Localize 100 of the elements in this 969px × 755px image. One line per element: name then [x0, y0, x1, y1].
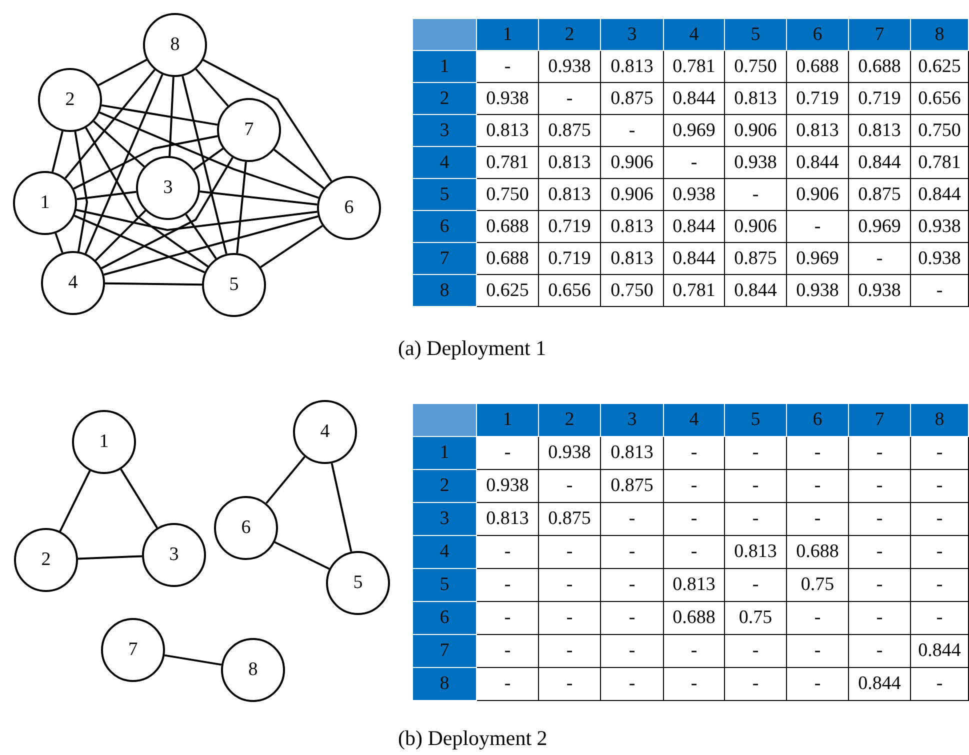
table-cell: 0.938	[538, 436, 600, 470]
table-cell: 0.750	[724, 50, 786, 82]
node-circle: 7	[101, 618, 165, 682]
column-header: 5	[724, 18, 786, 50]
connector-line	[84, 74, 164, 254]
table-cell: -	[664, 436, 724, 470]
node-circle: 2	[38, 68, 102, 132]
table-cell: 0.844	[664, 242, 724, 274]
table-cell: 0.75	[786, 568, 848, 602]
connector-line	[64, 69, 156, 179]
connector-line	[73, 135, 218, 190]
table-cell: -	[664, 668, 724, 700]
table-cell: 0.938	[910, 242, 968, 274]
row-header: 3	[412, 502, 476, 536]
table-cell: 0.625	[476, 274, 538, 306]
node-circle: 1	[13, 171, 77, 235]
table-cell: -	[910, 274, 968, 306]
table-cell: 0.750	[910, 114, 968, 146]
node-circle: 6	[214, 496, 278, 560]
table-cell: 0.906	[600, 146, 664, 178]
column-header: 1	[476, 404, 538, 436]
table-cell: -	[848, 502, 910, 536]
table-cell: 0.719	[848, 82, 910, 114]
table-cell: 0.813	[538, 146, 600, 178]
connector-line	[93, 120, 145, 168]
column-header: 8	[910, 404, 968, 436]
connector-line	[195, 68, 229, 107]
table-cell: -	[786, 436, 848, 470]
table-cell: 0.938	[664, 178, 724, 210]
table-cell: 0.938	[786, 274, 848, 306]
table-cell: -	[848, 470, 910, 502]
table-cell: -	[538, 602, 600, 634]
row-header: 5	[412, 568, 476, 602]
connector-line	[54, 232, 64, 254]
connector-line	[164, 654, 222, 666]
table-cell: -	[664, 536, 724, 568]
table-cell: 0.844	[848, 668, 910, 700]
row-header: 6	[412, 210, 476, 242]
table-cell: -	[476, 536, 538, 568]
table-cell: -	[910, 668, 968, 700]
table-cell: 0.938	[476, 470, 538, 502]
column-header: 2	[538, 404, 600, 436]
connector-line	[76, 190, 136, 200]
connector-line	[330, 463, 352, 552]
table-cell: 0.938	[848, 274, 910, 306]
table-cell: -	[786, 210, 848, 242]
column-header: 1	[476, 18, 538, 50]
table-cell: 0.875	[724, 242, 786, 274]
table-cell: 0.688	[476, 242, 538, 274]
connector-line	[100, 156, 234, 270]
table-cell: 0.656	[910, 82, 968, 114]
table-cell: 0.813	[476, 114, 538, 146]
table-cell: -	[664, 470, 724, 502]
connector-line	[104, 215, 318, 276]
column-header: 3	[600, 404, 664, 436]
row-header: 5	[412, 178, 476, 210]
table-cell: 0.938	[910, 210, 968, 242]
node-circle: 4	[41, 251, 105, 315]
table-cell: 0.781	[910, 146, 968, 178]
table-cell: -	[476, 668, 538, 700]
node-circle: 1	[72, 410, 136, 474]
table-cell: 0.875	[600, 470, 664, 502]
table-cell: -	[538, 668, 600, 700]
table-cell: -	[600, 634, 664, 668]
table-cell: -	[476, 50, 538, 82]
node-circle: 7	[217, 98, 281, 162]
node-circle: 8	[221, 638, 285, 702]
connector-line	[193, 148, 224, 170]
column-header: 5	[724, 404, 786, 436]
row-header: 7	[412, 242, 476, 274]
row-header: 1	[412, 436, 476, 470]
connector-line	[85, 127, 208, 268]
table-cell: -	[910, 502, 968, 536]
table-cell: 0.938	[476, 82, 538, 114]
table-cell: -	[476, 568, 538, 602]
table-cell: -	[786, 668, 848, 700]
node-circle: 2	[14, 528, 78, 592]
table-cell: 0.813	[724, 536, 786, 568]
connector-line	[98, 58, 148, 86]
table-cell: 0.844	[664, 210, 724, 242]
table-cell: 0.844	[786, 146, 848, 178]
row-header: 1	[412, 50, 476, 82]
table-cell: 0.813	[664, 568, 724, 602]
table-cell: 0.750	[476, 178, 538, 210]
table-cell: 0.844	[664, 82, 724, 114]
connector-line	[101, 104, 218, 126]
table-cell: 0.969	[786, 242, 848, 274]
connector-line	[120, 468, 158, 528]
table-cell: 0.906	[724, 114, 786, 146]
table-cell: 0.688	[786, 536, 848, 568]
table-cell: -	[724, 436, 786, 470]
row-header: 4	[412, 146, 476, 178]
table-cell: 0.969	[664, 114, 724, 146]
table-cell: 0.813	[786, 114, 848, 146]
table-cell: -	[848, 436, 910, 470]
table-cell: 0.906	[786, 178, 848, 210]
column-header: 4	[664, 18, 724, 50]
table-cell: 0.969	[848, 210, 910, 242]
table-cell: 0.781	[476, 146, 538, 178]
table-cell: -	[664, 502, 724, 536]
